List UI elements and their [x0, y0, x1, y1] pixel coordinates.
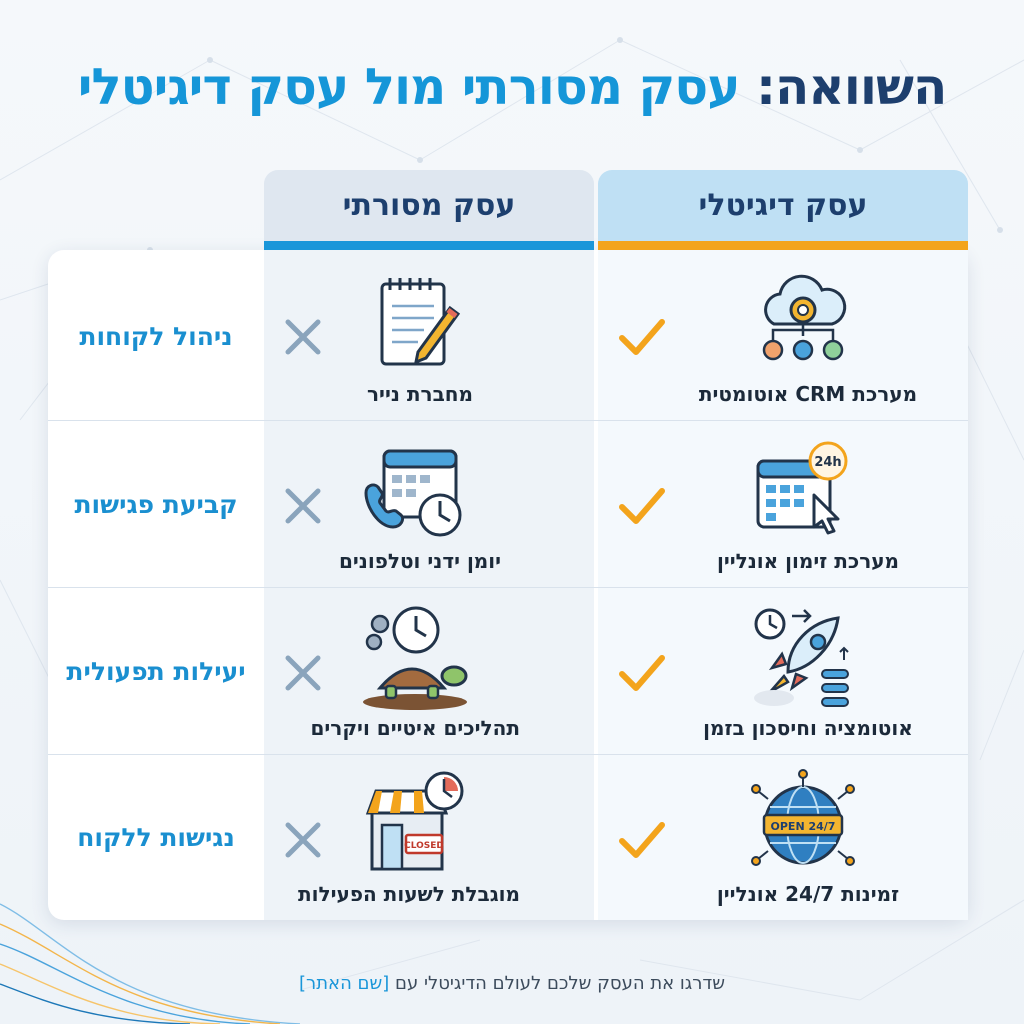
traditional-label: תהליכים איטיים ויקרים — [310, 716, 520, 740]
digital-cell: 24h מערכת זימון אונליין — [598, 421, 968, 587]
check-icon — [619, 319, 665, 355]
calendar-24h-icon: 24h — [756, 441, 848, 535]
closed-shop-icon: CLOSED — [365, 771, 464, 871]
cross-icon — [285, 319, 321, 355]
site-name-link[interactable]: [שם האתר] — [299, 973, 390, 994]
footer-cta: שדרגו את העסק שלכם לעולם הדיגיטלי עם [שם… — [0, 973, 1024, 994]
page-title: השוואה: עסק מסורתי מול עסק דיגיטלי — [0, 58, 1024, 116]
traditional-label: מוגבלת לשעות הפעילות — [297, 882, 520, 906]
digital-label: מערכת זימון אונליין — [716, 549, 900, 573]
cross-icon — [285, 822, 321, 858]
title-main: עסק מסורתי מול עסק דיגיטלי — [77, 58, 741, 116]
table-row: קביעת פגישות יומן ידני וטלפונים 24h מערכ… — [48, 421, 968, 587]
globe-open-icon: OPEN 24/7 — [751, 769, 855, 866]
category-label: נגישות ללקוח — [77, 823, 235, 852]
table-row: ניהול לקוחות מחברת נייר מערכת CRM אוטומט… — [48, 252, 968, 420]
traditional-column-header: עסק מסורתי — [264, 170, 594, 250]
check-icon — [619, 655, 665, 691]
traditional-label: יומן ידני וטלפונים — [338, 549, 502, 573]
table-row: נגישות ללקוח CLOSED מוגבלת לשעות הפעילות — [48, 755, 968, 920]
category-label: קביעת פגישות — [74, 489, 238, 519]
traditional-label: מחברת נייר — [367, 382, 473, 406]
digital-column-header: עסק דיגיטלי — [598, 170, 968, 250]
digital-cell: OPEN 24/7 זמינות 24/7 אונליין — [598, 755, 968, 920]
row-divider — [48, 754, 968, 755]
digital-label: אוטומציה וחיסכון בזמן — [703, 716, 913, 740]
traditional-cell: CLOSED מוגבלת לשעות הפעילות — [264, 755, 594, 920]
footer-text: שדרגו את העסק שלכם לעולם הדיגיטלי עם — [395, 973, 725, 994]
title-prefix: השוואה: — [755, 58, 947, 116]
table-row: יעילות תפעולית תהליכים איטיים ויקרים — [48, 588, 968, 754]
digital-cell: אוטומציה וחיסכון בזמן — [598, 588, 968, 754]
calendar-phone-clock-icon — [364, 449, 462, 537]
badge-open: OPEN 24/7 — [771, 820, 836, 833]
cross-icon — [285, 488, 321, 524]
row-divider — [48, 420, 968, 421]
traditional-cell: מחברת נייר — [264, 252, 594, 420]
cloud-crm-icon — [762, 274, 847, 361]
traditional-cell: תהליכים איטיים ויקרים — [264, 588, 594, 754]
decorative-waves — [0, 903, 300, 1024]
digital-cell: מערכת CRM אוטומטית — [598, 252, 968, 420]
category-label: ניהול לקוחות — [79, 321, 233, 351]
check-icon — [619, 822, 665, 858]
notebook-pencil-icon — [380, 278, 461, 366]
check-icon — [619, 488, 665, 524]
turtle-clock-icon — [363, 606, 468, 710]
rocket-icon — [754, 608, 849, 707]
traditional-cell: יומן ידני וטלפונים — [264, 421, 594, 587]
badge-24h: 24h — [814, 455, 841, 470]
badge-closed: CLOSED — [404, 841, 444, 851]
digital-label: זמינות 24/7 אונליין — [716, 882, 900, 906]
row-divider — [48, 587, 968, 588]
cross-icon — [285, 655, 321, 691]
category-label: יעילות תפעולית — [66, 656, 246, 686]
digital-label: מערכת CRM אוטומטית — [698, 382, 918, 406]
